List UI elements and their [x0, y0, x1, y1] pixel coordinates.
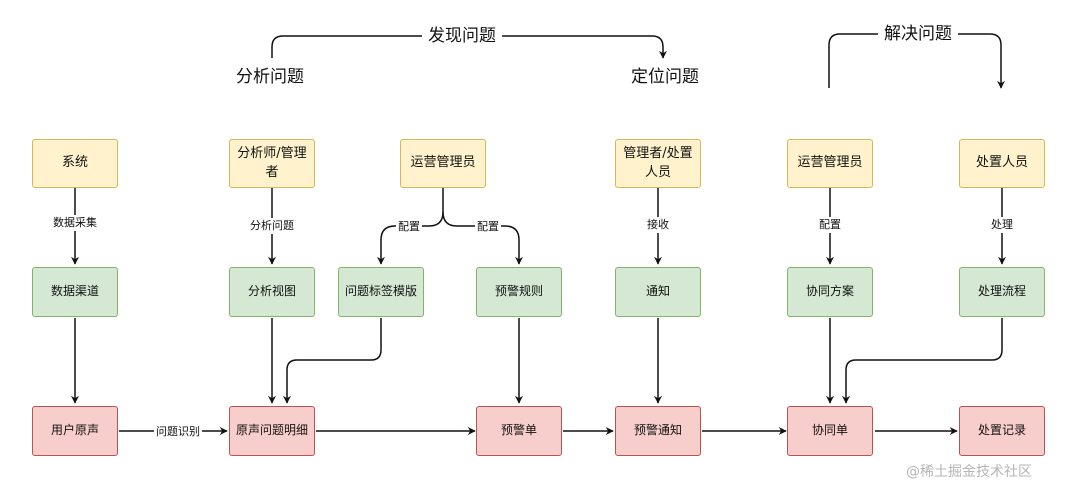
- edge-label-config-right: 配置: [475, 219, 501, 235]
- arrow-tag-template-to-detail: [283, 318, 382, 404]
- phase-discover: 发现问题: [422, 25, 502, 47]
- edge-label-data-collect: 数据采集: [51, 215, 99, 231]
- record-voice-detail: 原声问题明细: [229, 406, 315, 456]
- channel-collab-plan: 协同方案: [787, 267, 873, 317]
- channel-alert-rule: 预警规则: [476, 267, 562, 317]
- phase-analyze: 分析问题: [230, 66, 310, 88]
- channel-tag-template: 问题标签模版: [338, 267, 424, 317]
- role-handler-manager: 管理者/处置人员: [615, 139, 701, 188]
- record-alert-ticket: 预警单: [476, 406, 562, 456]
- role-ops-admin: 运营管理员: [400, 139, 486, 188]
- role-ops-admin-2: 运营管理员: [787, 139, 873, 188]
- edge-label-config-left: 配置: [396, 219, 422, 235]
- arrow-process-flow-to-collab: [842, 318, 1003, 404]
- arrow-ops-to-alert-rule: [442, 211, 523, 265]
- channel-analysis-view: 分析视图: [229, 267, 315, 317]
- phase-solve: 解决问题: [878, 23, 958, 45]
- edge-label-config-collab: 配置: [817, 217, 843, 233]
- edge-label-process: 处理: [989, 217, 1015, 233]
- channel-process-flow: 处理流程: [959, 267, 1045, 317]
- watermark: @稀土掘金技术社区: [906, 464, 1032, 480]
- record-user-voice: 用户原声: [32, 406, 118, 456]
- role-analyst: 分析师/管理者: [229, 139, 315, 188]
- channel-data-channel: 数据渠道: [32, 267, 118, 317]
- record-alert-notice: 预警通知: [615, 406, 701, 456]
- channel-notice: 通知: [615, 267, 701, 317]
- edge-label-analyze-issue: 分析问题: [248, 218, 296, 234]
- phase-locate: 定位问题: [625, 66, 705, 88]
- record-collab-ticket: 协同单: [787, 406, 873, 456]
- role-handler: 处置人员: [959, 139, 1045, 188]
- role-system: 系统: [32, 139, 118, 188]
- edge-label-receive: 接收: [645, 217, 671, 233]
- edge-label-issue-identify: 问题识别: [154, 424, 202, 440]
- record-handle-record: 处置记录: [959, 406, 1045, 456]
